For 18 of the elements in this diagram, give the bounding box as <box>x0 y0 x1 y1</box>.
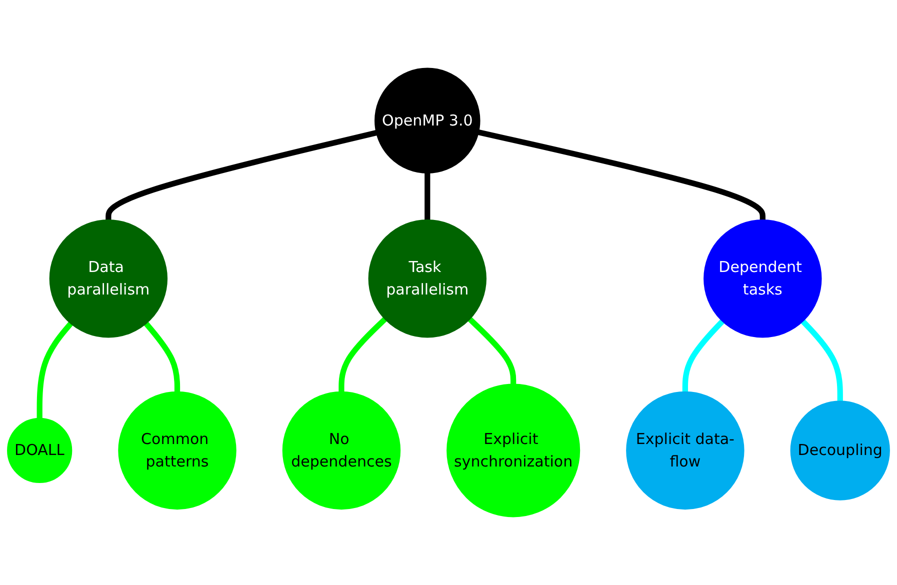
connector <box>424 173 430 220</box>
connector <box>338 317 387 392</box>
node-circle: OpenMP 3.0 <box>374 68 480 174</box>
node-circle: Dependent tasks <box>704 220 822 338</box>
node-circle: DOALL <box>7 418 72 484</box>
connector <box>468 317 516 384</box>
node-circle: No dependences <box>282 391 401 510</box>
node-circle: Task parallelism <box>368 220 486 338</box>
connector <box>800 319 843 402</box>
node-circle: Explicit data-flow <box>626 391 744 510</box>
node-circle: Explicit synchronization <box>446 384 580 518</box>
connector <box>682 319 724 392</box>
node-circle: Common patterns <box>118 391 236 510</box>
connector <box>106 130 378 220</box>
connector <box>36 322 73 418</box>
connector <box>144 322 180 392</box>
node-circle: Decoupling <box>790 400 890 500</box>
node-circle: Data parallelism <box>49 220 168 338</box>
